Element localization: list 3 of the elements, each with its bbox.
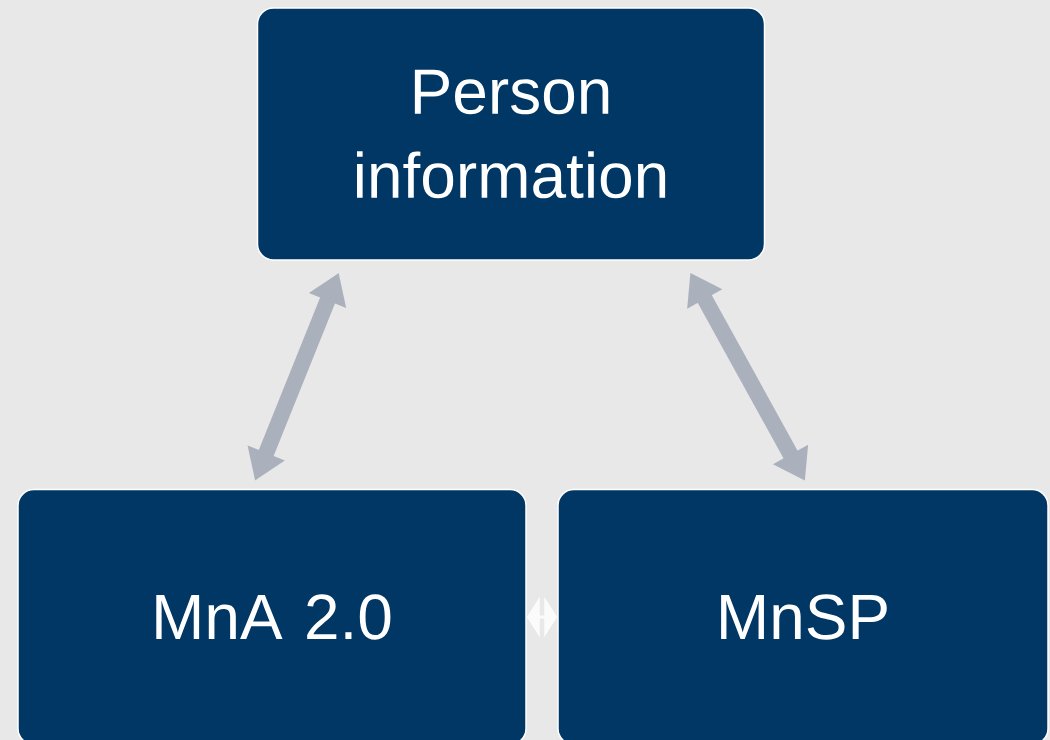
process-box: MnA 2.0 bbox=[17, 488, 527, 740]
process-box: Person information bbox=[256, 7, 766, 261]
process-box: MnSP bbox=[557, 488, 1049, 740]
